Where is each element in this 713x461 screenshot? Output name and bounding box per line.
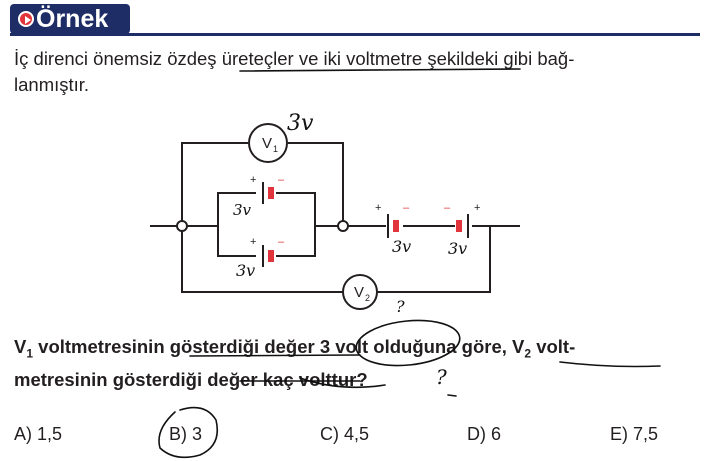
question-line-1-end: volt- bbox=[531, 336, 576, 357]
junction-left bbox=[176, 220, 188, 232]
choice-d[interactable]: D) 6 bbox=[467, 424, 502, 444]
battery-upper-plus: + bbox=[250, 174, 256, 186]
battery-lower-branch: + – bbox=[250, 236, 285, 267]
play-icon bbox=[18, 11, 34, 27]
question-v2-subscript: 2 bbox=[524, 346, 532, 361]
battery-series-2: – + bbox=[444, 202, 480, 238]
battery-series-2-plus: + bbox=[474, 202, 480, 214]
battery-series-2-minus: – bbox=[444, 202, 451, 214]
wire-upper-branch-right bbox=[276, 192, 316, 226]
wire-lower-branch-left bbox=[217, 226, 256, 257]
statement-line-1: İç direnci önemsiz özdeş üreteçler ve ik… bbox=[14, 48, 575, 69]
voltmeter-2-circle bbox=[342, 274, 378, 310]
question-line-1-middle: voltmetresinin gösterdiği değer 3 volt o… bbox=[33, 336, 525, 357]
question-line-2: metresinin gösterdiği değer kaç volttur? bbox=[14, 368, 368, 390]
battery-series-1: + – bbox=[375, 202, 410, 238]
example-badge: Örnek bbox=[10, 4, 130, 34]
wire-top-left bbox=[181, 142, 248, 226]
voltmeter-1-subscript: 1 bbox=[273, 144, 278, 154]
wire-lower-branch-right bbox=[276, 226, 316, 257]
badge-title: Örnek bbox=[36, 4, 109, 33]
junction-right bbox=[337, 220, 349, 232]
voltmeter-2: V 2 bbox=[342, 274, 378, 310]
statement-line-2: lanmıştır. bbox=[14, 74, 90, 95]
voltmeter-1-symbol: V bbox=[262, 135, 272, 152]
wire-bottom-right bbox=[376, 226, 491, 293]
choice-c[interactable]: C) 4,5 bbox=[320, 424, 370, 444]
problem-statement: İç direnci önemsiz özdeş üreteçler ve ik… bbox=[14, 46, 694, 98]
header-rule bbox=[10, 33, 700, 36]
voltmeter-1-circle bbox=[248, 123, 288, 163]
question-text: V1 voltmetresinin gösterdiği değer 3 vol… bbox=[14, 334, 704, 393]
choice-b[interactable]: B) 3 bbox=[169, 424, 203, 444]
battery-upper-minus: – bbox=[278, 174, 285, 186]
battery-upper-branch: + – bbox=[250, 174, 285, 204]
battery-series-1-minus: – bbox=[403, 202, 410, 214]
battery-lower-plus: + bbox=[250, 236, 256, 248]
circuit-wires bbox=[150, 142, 520, 293]
choice-e[interactable]: E) 7,5 bbox=[610, 424, 659, 444]
battery-lower-minus: – bbox=[278, 236, 285, 248]
choice-a[interactable]: A) 1,5 bbox=[14, 424, 63, 444]
question-v1-letter: V bbox=[14, 336, 27, 357]
question-line-1: V1 voltmetresinin gösterdiği değer 3 vol… bbox=[14, 334, 704, 367]
wire-upper-branch-left bbox=[217, 192, 256, 226]
wire-top-right bbox=[288, 142, 344, 226]
voltmeter-2-symbol: V bbox=[354, 284, 364, 301]
answer-choices: A) 1,5 B) 3 C) 4,5 D) 6 E) 7,5 bbox=[14, 424, 704, 446]
voltmeter-2-subscript: 2 bbox=[365, 293, 370, 303]
question-v1-subscript: 1 bbox=[26, 346, 34, 361]
battery-series-1-plus: + bbox=[375, 202, 381, 214]
wire-bottom-left bbox=[181, 226, 344, 293]
voltmeter-1: V 1 bbox=[248, 123, 288, 163]
